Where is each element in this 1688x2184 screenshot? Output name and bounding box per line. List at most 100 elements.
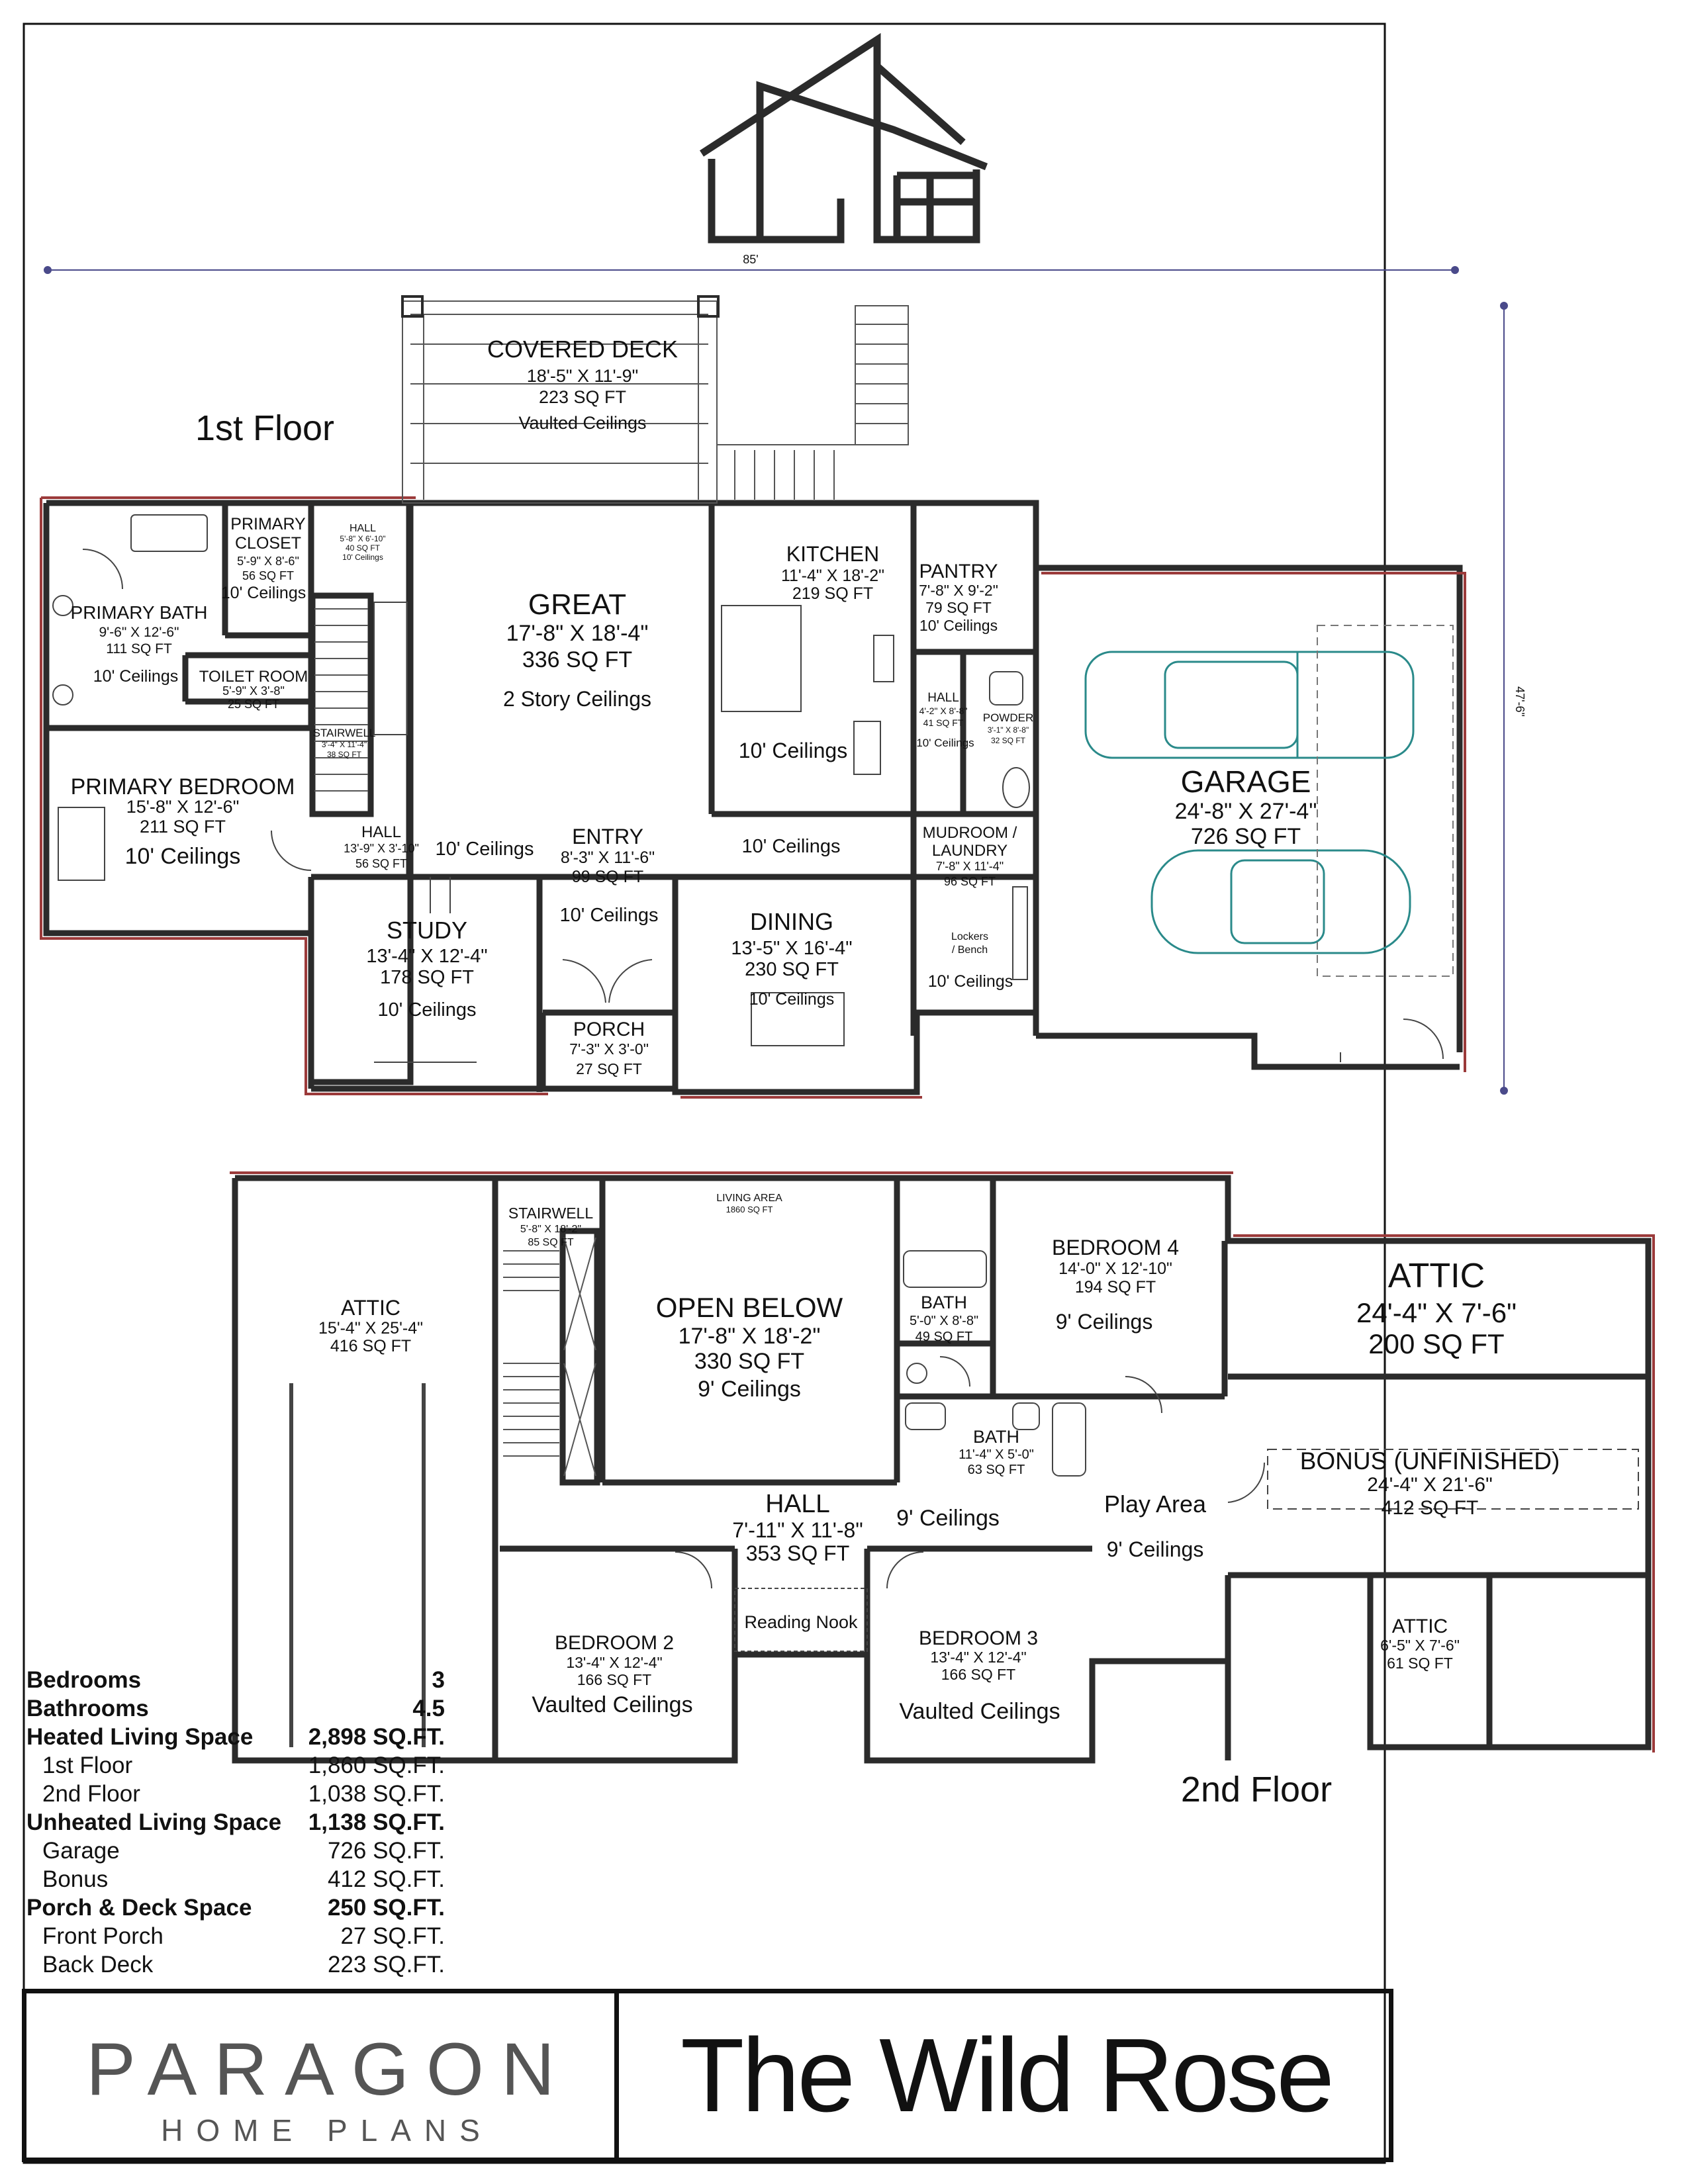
svg-text:111 SQ FT: 111 SQ FT <box>106 641 172 657</box>
svg-text:24'-4" X 21'-6": 24'-4" X 21'-6" <box>1367 1474 1493 1496</box>
svg-text:7'-11" X 11'-8": 7'-11" X 11'-8" <box>732 1518 863 1542</box>
svg-text:10' Ceilings: 10' Ceilings <box>928 972 1013 991</box>
svg-text:9' Ceilings: 9' Ceilings <box>1056 1310 1153 1334</box>
svg-text:9'-6" X 12'-6": 9'-6" X 12'-6" <box>99 625 179 640</box>
svg-text:4'-2" X 8'-8": 4'-2" X 8'-8" <box>919 705 968 716</box>
room-primary-bath: PRIMARY BATH 9'-6" X 12'-6" 111 SQ FT 10… <box>71 602 208 686</box>
attic-structure <box>289 1383 426 1747</box>
svg-text:61 SQ FT: 61 SQ FT <box>1387 1655 1453 1672</box>
room-attic-right: ATTIC 24'-4" X 7'-6" 200 SQ FT <box>1356 1257 1517 1359</box>
first-floor-stair-treads <box>314 608 368 792</box>
room-entry: ENTRY 8'-3" X 11'-6" 99 SQ FT 10' Ceilin… <box>559 825 658 926</box>
second-floor-brick <box>230 1171 1655 1752</box>
stats-label: 2nd Floor <box>42 1781 140 1807</box>
svg-text:1860 SQ FT: 1860 SQ FT <box>726 1205 773 1214</box>
svg-text:166 SQ FT: 166 SQ FT <box>577 1671 651 1688</box>
svg-text:79 SQ FT: 79 SQ FT <box>925 599 992 616</box>
room-dining: DINING 13'-5" X 16'-4" 230 SQ FT 10' Cei… <box>731 908 852 1009</box>
room-great: GREAT 17'-8" X 18'-4" 336 SQ FT 2 Story … <box>503 588 651 711</box>
stats-value: 223 SQ.FT. <box>327 1952 445 1978</box>
svg-text:7'-3" X 3'-0": 7'-3" X 3'-0" <box>569 1040 649 1058</box>
room-bath-lower: BATH 11'-4" X 5'-0" 63 SQ FT <box>959 1427 1034 1477</box>
room-study: STUDY 13'-4" X 12'-4" 178 SQ FT 10' Ceil… <box>366 917 487 1021</box>
svg-text:7'-8" X 11'-4": 7'-8" X 11'-4" <box>936 860 1004 873</box>
svg-text:11'-4" X 18'-2": 11'-4" X 18'-2" <box>781 567 884 585</box>
svg-text:99 SQ FT: 99 SQ FT <box>572 868 643 886</box>
svg-text:5'-0" X 8'-8": 5'-0" X 8'-8" <box>910 1314 978 1328</box>
stats-label: Bathrooms <box>26 1696 149 1721</box>
svg-text:10' Ceilings: 10' Ceilings <box>739 739 847 762</box>
svg-text:6'-5" X 7'-6": 6'-5" X 7'-6" <box>1380 1637 1460 1654</box>
svg-text:3'-4" X 11'-4": 3'-4" X 11'-4" <box>322 740 367 749</box>
svg-text:5'-9" X 3'-8": 5'-9" X 3'-8" <box>222 684 285 698</box>
room-attic-small: ATTIC 6'-5" X 7'-6" 61 SQ FT <box>1380 1615 1460 1672</box>
room-open-below: OPEN BELOW 17'-8" X 18'-2" 330 SQ FT 9' … <box>656 1292 843 1402</box>
svg-text:24'-4" X 7'-6": 24'-4" X 7'-6" <box>1356 1297 1517 1328</box>
svg-text:BATH: BATH <box>921 1293 967 1312</box>
stats-value: 3 <box>432 1667 445 1693</box>
svg-text:230 SQ FT: 230 SQ FT <box>745 959 839 980</box>
svg-text:63 SQ FT: 63 SQ FT <box>968 1463 1025 1477</box>
garage-door-lines <box>1317 625 1454 977</box>
svg-text:49 SQ FT: 49 SQ FT <box>915 1330 973 1344</box>
second-floor-stair-treads <box>503 1237 596 1477</box>
svg-text:10' Ceilings: 10' Ceilings <box>221 584 306 602</box>
stats-label: Garage <box>42 1838 120 1864</box>
svg-text:25 SQ FT: 25 SQ FT <box>228 698 279 711</box>
svg-text:18'-5" X 11'-9": 18'-5" X 11'-9" <box>527 366 639 386</box>
svg-text:7'-8" X 9'-2": 7'-8" X 9'-2" <box>919 582 998 599</box>
svg-text:200 SQ FT: 200 SQ FT <box>1368 1328 1504 1359</box>
svg-text:/ Bench: / Bench <box>952 944 988 956</box>
stats-value: 27 SQ.FT. <box>340 1923 445 1949</box>
svg-text:KITCHEN: KITCHEN <box>786 542 879 566</box>
svg-text:726 SQ FT: 726 SQ FT <box>1191 824 1301 849</box>
svg-text:13'-4" X 12'-4": 13'-4" X 12'-4" <box>566 1654 662 1671</box>
svg-text:10' Ceilings: 10' Ceilings <box>435 839 534 860</box>
svg-text:412 SQ FT: 412 SQ FT <box>1382 1497 1479 1519</box>
svg-text:COVERED DECK: COVERED DECK <box>487 336 678 363</box>
svg-text:PANTRY: PANTRY <box>919 561 998 582</box>
svg-text:Vaulted Ceilings: Vaulted Ceilings <box>518 413 646 433</box>
room-hall-kitchen: HALL 4'-2" X 8'-8" 41 SQ FT 10' Ceilings <box>916 691 974 749</box>
svg-text:3'-1" X 8'-8": 3'-1" X 8'-8" <box>988 725 1029 735</box>
svg-text:DINING: DINING <box>750 908 833 935</box>
svg-text:15'-4" X 25'-4": 15'-4" X 25'-4" <box>318 1319 423 1338</box>
stats-label: Porch & Deck Space <box>26 1895 252 1921</box>
svg-text:HALL: HALL <box>765 1490 830 1518</box>
room-attic-left: ATTIC 15'-4" X 25'-4" 416 SQ FT <box>318 1296 423 1355</box>
svg-text:85 SQ FT: 85 SQ FT <box>528 1237 574 1248</box>
covered-deck-structure <box>401 295 909 504</box>
svg-text:10' Ceilings: 10' Ceilings <box>749 990 834 1009</box>
dimension-lines <box>44 266 1508 1095</box>
room-bonus: BONUS (UNFINISHED) 24'-4" X 21'-6" 412 S… <box>1300 1447 1560 1519</box>
svg-text:PRIMARY BATH: PRIMARY BATH <box>71 602 208 623</box>
svg-text:40 SQ FT: 40 SQ FT <box>346 543 381 553</box>
stats-value: 2,898 SQ.FT. <box>308 1724 445 1750</box>
svg-text:8'-3" X 11'-6": 8'-3" X 11'-6" <box>561 848 655 867</box>
svg-text:5'-9" X 8'-6": 5'-9" X 8'-6" <box>237 555 299 568</box>
second-floor-label: 2nd Floor <box>1181 1770 1332 1809</box>
stats-value: 1,138 SQ.FT. <box>308 1809 445 1835</box>
title-divider <box>614 1993 619 2158</box>
svg-text:BATH: BATH <box>973 1427 1019 1447</box>
svg-text:56 SQ FT: 56 SQ FT <box>355 857 407 870</box>
svg-text:178 SQ FT: 178 SQ FT <box>380 967 474 988</box>
svg-text:ATTIC: ATTIC <box>341 1296 400 1320</box>
room-kitchen: KITCHEN 11'-4" X 18'-2" 219 SQ FT 10' Ce… <box>739 542 884 762</box>
stats-value: 412 SQ.FT. <box>327 1866 445 1892</box>
svg-text:416 SQ FT: 416 SQ FT <box>330 1337 411 1355</box>
svg-text:Lockers: Lockers <box>951 931 988 942</box>
svg-text:15'-8" X 12'-6": 15'-8" X 12'-6" <box>126 797 240 817</box>
room-primary-bedroom: PRIMARY BEDROOM 15'-8" X 12'-6" 211 SQ F… <box>71 774 295 869</box>
svg-text:LAUNDRY: LAUNDRY <box>932 842 1008 860</box>
svg-text:Vaulted Ceilings: Vaulted Ceilings <box>532 1692 692 1717</box>
svg-text:10' Ceilings: 10' Ceilings <box>342 553 383 562</box>
svg-text:219 SQ FT: 219 SQ FT <box>792 584 873 603</box>
